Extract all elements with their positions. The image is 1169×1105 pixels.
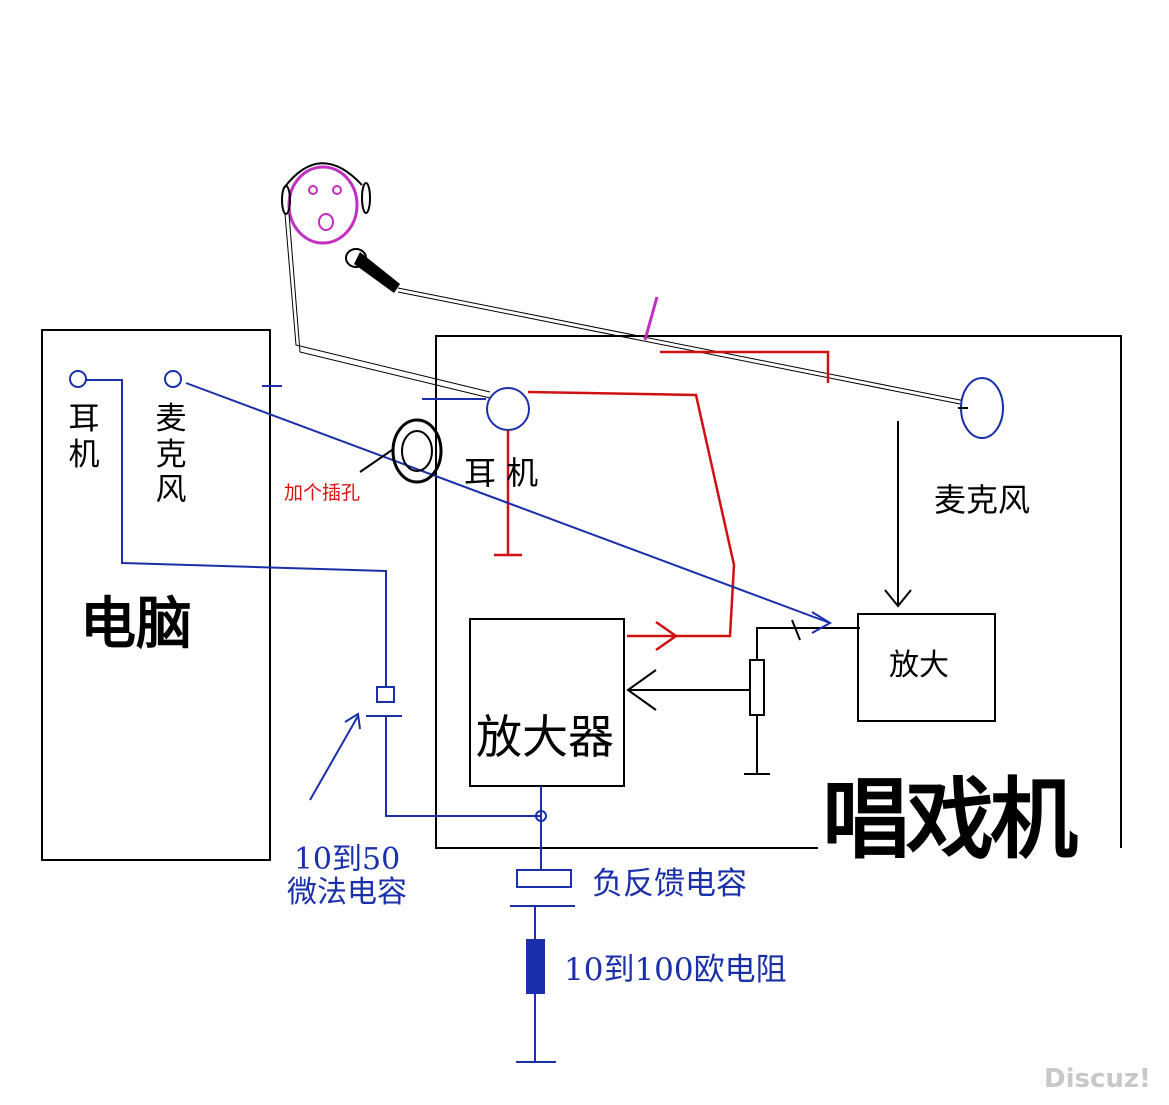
person-head: [281, 162, 371, 245]
feedback-capacitor-label: 负反馈电容: [592, 866, 747, 902]
computer-headphone-jack: [69, 370, 87, 388]
jack-annotation: 加个插孔: [284, 482, 361, 504]
machine-headphone-jack: [486, 387, 530, 431]
amp-small-label: 放大: [889, 648, 949, 683]
computer-title: 电脑: [80, 592, 192, 657]
added-jack-icon: [359, 418, 443, 484]
computer-box: [41, 329, 271, 861]
red-wiring: [494, 350, 830, 652]
feedback-resistor: [526, 939, 545, 994]
computer-headphone-label: 耳机: [68, 401, 100, 473]
computer-mic-jack: [164, 370, 182, 388]
blue-wiring: [69, 370, 832, 1063]
watermark: Discuz!: [1044, 1064, 1151, 1094]
feedback-capacitor: [516, 869, 572, 888]
amp-main-box: [469, 618, 625, 787]
amp-small-box: [857, 613, 996, 722]
resistor-label: 10到100欧电阻: [564, 952, 787, 988]
machine-title: 唱戏机: [822, 768, 1078, 871]
computer-mic-label: 麦克风: [155, 401, 187, 509]
microphone-handheld: [345, 248, 400, 293]
machine-headphone-label: 耳 机: [464, 454, 539, 492]
amp-main-label: 放大器: [476, 710, 614, 764]
machine-box: [435, 335, 1122, 849]
black-wiring: [469, 421, 996, 787]
resistor-internal: [749, 659, 765, 716]
machine-mic-label: 麦克风: [934, 481, 1031, 519]
